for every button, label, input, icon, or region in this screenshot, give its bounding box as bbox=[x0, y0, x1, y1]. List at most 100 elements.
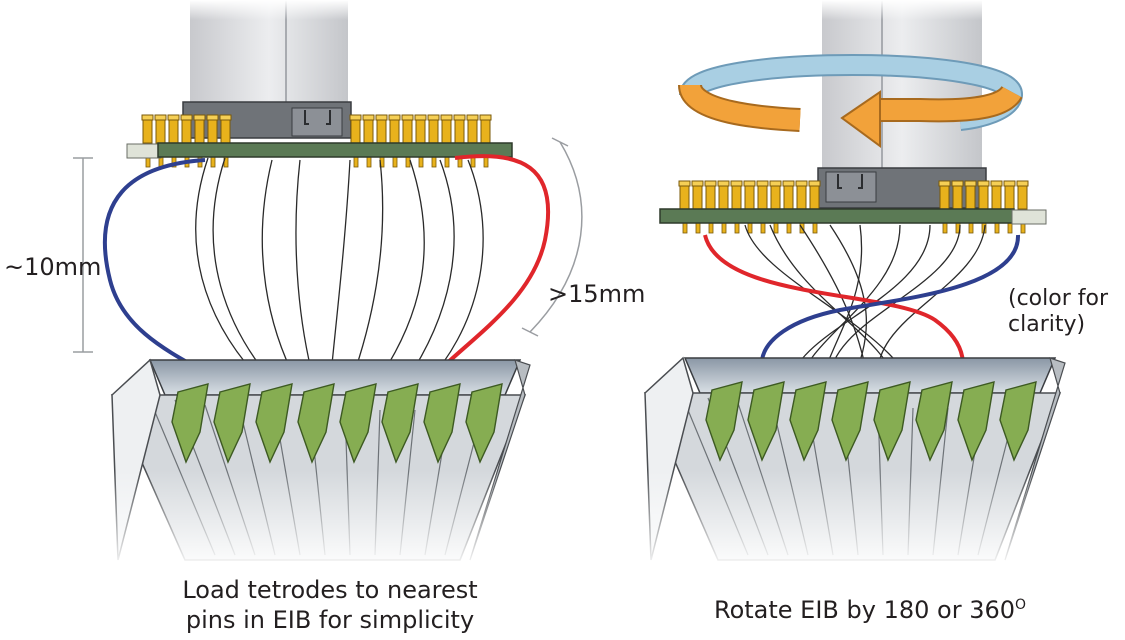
pin-cap bbox=[388, 114, 401, 121]
lever-row-left bbox=[171, 383, 503, 464]
pin-cap bbox=[154, 114, 167, 121]
gold-pin bbox=[1017, 182, 1028, 210]
pin-cap bbox=[990, 180, 1003, 187]
color-note-line1: (color for bbox=[1008, 286, 1108, 311]
pin-leg bbox=[431, 156, 437, 168]
gold-pin bbox=[194, 116, 205, 144]
pin-leg bbox=[760, 222, 766, 234]
dimension-bracket-height bbox=[73, 157, 93, 353]
color-note-line2: clarity) bbox=[1008, 312, 1086, 337]
pin-leg bbox=[747, 222, 753, 234]
drive-lever bbox=[999, 381, 1037, 462]
gold-pin bbox=[207, 116, 218, 144]
gold-pin bbox=[415, 116, 426, 144]
degree-superscript: O bbox=[1015, 597, 1027, 613]
pin-cap bbox=[769, 180, 782, 187]
gold-pin bbox=[705, 182, 716, 210]
gold-pin bbox=[168, 116, 179, 144]
drive-lever bbox=[465, 383, 503, 464]
pin-leg bbox=[942, 222, 948, 234]
pin-leg bbox=[994, 222, 1000, 234]
pin-leg bbox=[366, 156, 372, 168]
ribbon-cable-left bbox=[190, 0, 348, 108]
drive-lever bbox=[789, 381, 827, 462]
eib-board-left bbox=[126, 142, 513, 159]
pin-leg bbox=[418, 156, 424, 168]
pin-cap bbox=[466, 114, 479, 121]
red-wire-left bbox=[418, 154, 551, 394]
pin-cap bbox=[375, 114, 388, 121]
gold-pin bbox=[181, 116, 192, 144]
pin-cap bbox=[808, 180, 821, 187]
pin-cap bbox=[964, 180, 977, 187]
gold-pin bbox=[796, 182, 807, 210]
gold-pin bbox=[441, 116, 452, 144]
dimension-bracket-length bbox=[521, 137, 583, 337]
drive-lever bbox=[831, 381, 869, 462]
dimension-label-length: >15mm bbox=[548, 280, 646, 308]
drive-lever bbox=[255, 383, 293, 464]
pin-leg bbox=[392, 156, 398, 168]
gold-pin bbox=[467, 116, 478, 144]
drive-lever bbox=[705, 381, 743, 462]
pin-cap bbox=[1003, 180, 1016, 187]
pin-leg bbox=[812, 222, 818, 234]
pin-leg bbox=[210, 156, 216, 168]
pin-cap bbox=[691, 180, 704, 187]
pin-cap bbox=[362, 114, 375, 121]
pin-cap bbox=[401, 114, 414, 121]
gold-pin bbox=[220, 116, 231, 144]
pin-cap bbox=[977, 180, 990, 187]
drive-lever bbox=[747, 381, 785, 462]
pin-leg bbox=[444, 156, 450, 168]
gold-pin bbox=[978, 182, 989, 210]
gold-pin bbox=[402, 116, 413, 144]
pin-cap bbox=[193, 114, 206, 121]
gold-pin bbox=[142, 116, 153, 144]
pin-leg bbox=[786, 222, 792, 234]
gold-pin bbox=[965, 182, 976, 210]
gold-pin bbox=[692, 182, 703, 210]
gold-pin bbox=[480, 116, 491, 144]
drive-lever bbox=[873, 381, 911, 462]
gold-pin bbox=[783, 182, 794, 210]
drive-lever bbox=[915, 381, 953, 462]
pin-cap bbox=[938, 180, 951, 187]
pin-leg bbox=[968, 222, 974, 234]
drive-lever bbox=[339, 383, 377, 464]
gold-pin bbox=[389, 116, 400, 144]
pin-leg bbox=[405, 156, 411, 168]
caption-left-line2: pins in EIB for simplicity bbox=[185, 606, 475, 634]
pin-leg bbox=[353, 156, 359, 168]
pin-cap bbox=[427, 114, 440, 121]
pin-leg bbox=[773, 222, 779, 234]
drive-lever bbox=[423, 383, 461, 464]
gold-pin bbox=[718, 182, 729, 210]
left-panel bbox=[73, 0, 583, 570]
gold-pin bbox=[952, 182, 963, 210]
pin-cap bbox=[678, 180, 691, 187]
drive-lever bbox=[297, 383, 335, 464]
pin-cap bbox=[717, 180, 730, 187]
pin-cap bbox=[440, 114, 453, 121]
pin-cap bbox=[219, 114, 232, 121]
drive-lever bbox=[957, 381, 995, 462]
pin-cap bbox=[180, 114, 193, 121]
pin-leg bbox=[682, 222, 688, 234]
microdrive-body-left bbox=[100, 358, 540, 570]
blue-wire-right bbox=[760, 234, 1021, 361]
pin-cap bbox=[704, 180, 717, 187]
pin-cap bbox=[167, 114, 180, 121]
gold-pin bbox=[363, 116, 374, 144]
drive-lever bbox=[381, 383, 419, 464]
pin-cap bbox=[206, 114, 219, 121]
ribbon-cable-right bbox=[822, 0, 982, 172]
pin-cap bbox=[479, 114, 492, 121]
right-panel bbox=[630, 0, 1075, 570]
pin-cap bbox=[951, 180, 964, 187]
drive-lever bbox=[213, 383, 251, 464]
pin-cap bbox=[743, 180, 756, 187]
caption-left: Load tetrodes to nearest pins in EIB for… bbox=[150, 575, 510, 635]
microdrive-body-right bbox=[630, 356, 1075, 570]
gold-pin bbox=[376, 116, 387, 144]
